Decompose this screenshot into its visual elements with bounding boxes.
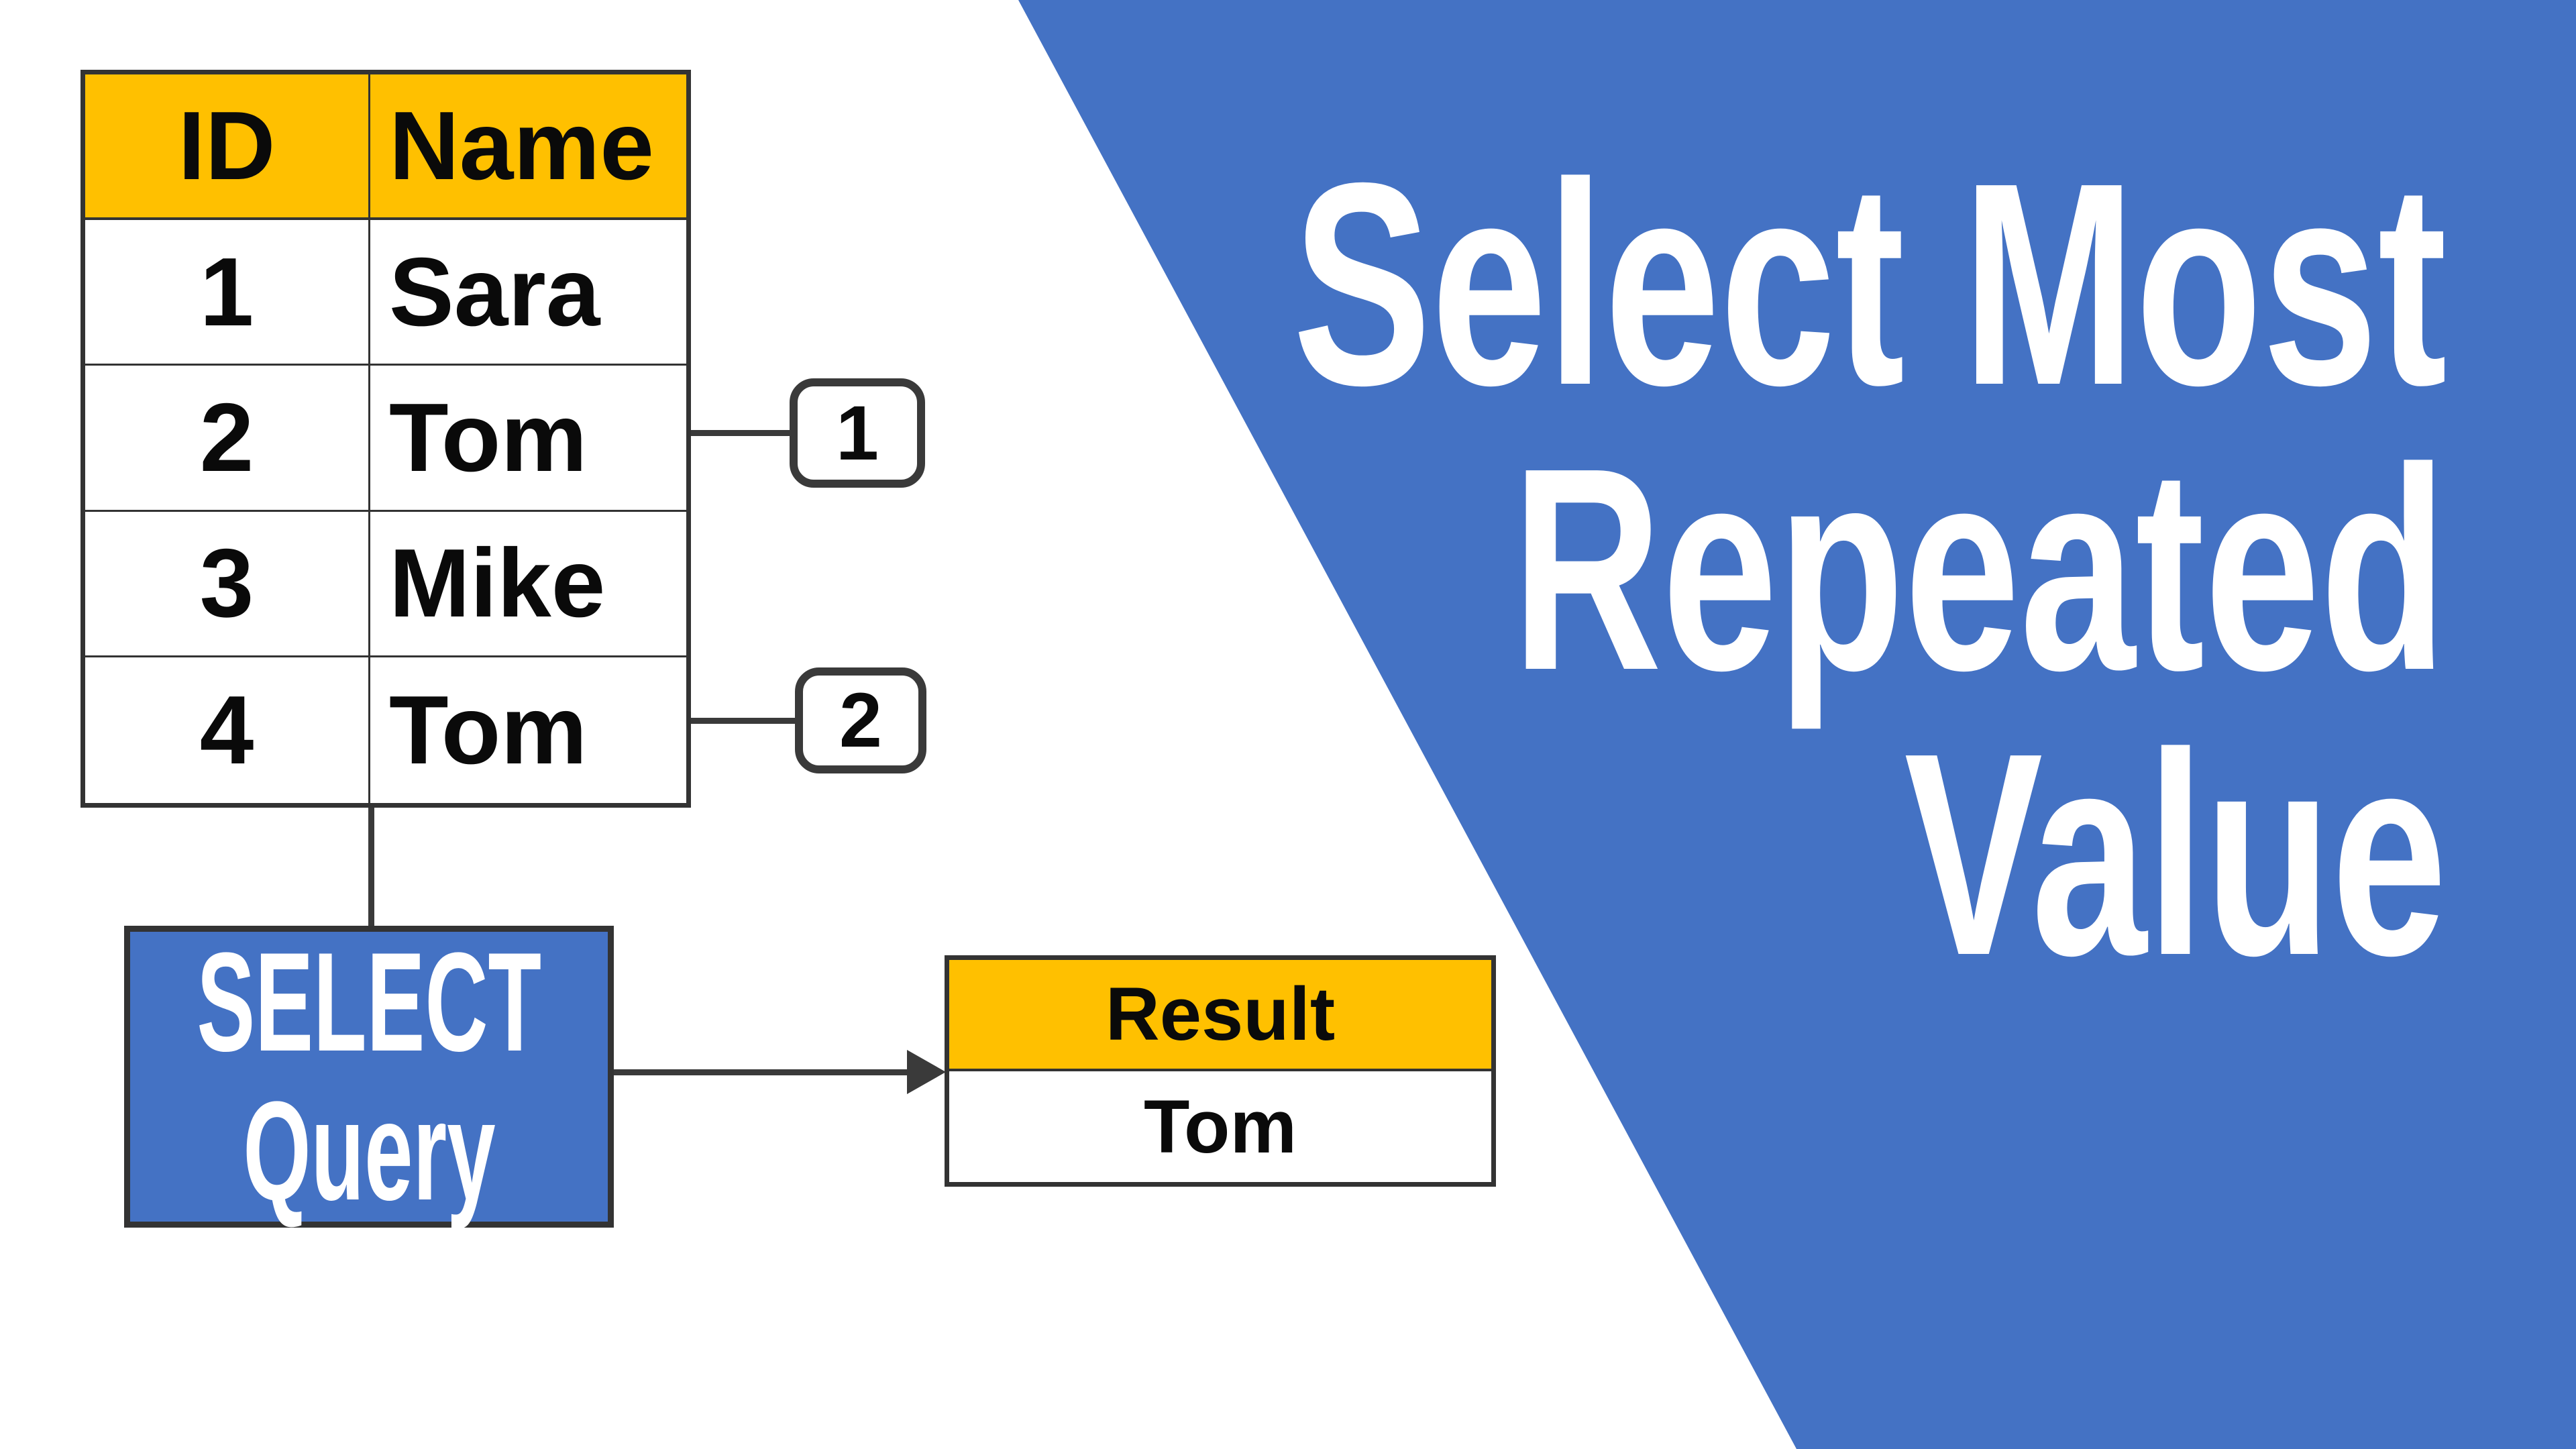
occurrence-badge-2: 2 [795, 667, 926, 773]
table-row-2-id: 2 [85, 366, 370, 512]
result-table-header: Result [949, 960, 1491, 1071]
table-row-1-id: 1 [85, 220, 370, 366]
select-query-line-1: SELECT [197, 923, 541, 1081]
result-table: Result Tom [945, 955, 1496, 1187]
result-table-value: Tom [1143, 1084, 1297, 1169]
select-query-line-2: Query [242, 1072, 496, 1230]
table-row-3-id: 3 [85, 511, 370, 657]
source-table: ID Name 1 Sara 2 Tom 3 Mike 4 Tom [80, 70, 691, 808]
connector-row4-to-badge2 [691, 718, 797, 724]
arrow-head-icon [907, 1050, 946, 1094]
source-table-header-name: Name [370, 74, 686, 221]
table-row-1-name: Sara [370, 220, 686, 366]
select-query-box: SELECT Query [124, 926, 614, 1228]
table-row-4-id: 4 [85, 657, 370, 803]
occurrence-badge-1-label: 1 [836, 390, 879, 476]
title-line-2: Repeated [1512, 409, 2447, 731]
connector-query-to-result [614, 1069, 912, 1075]
occurrence-badge-1: 1 [790, 378, 925, 488]
table-row-2-name: Tom [370, 366, 686, 512]
title-line-3: Value [1904, 694, 2447, 1016]
source-table-header-id: ID [85, 74, 370, 221]
occurrence-badge-2-label: 2 [839, 678, 882, 763]
table-row-3-name: Mike [370, 512, 686, 657]
connector-row2-to-badge1 [691, 430, 792, 436]
title-line-1: Select Most [1293, 123, 2447, 445]
table-row-4-name: Tom [389, 675, 588, 784]
page-title: Select Most Repeated Value [1293, 123, 2447, 1016]
connector-table-to-query [368, 808, 374, 926]
